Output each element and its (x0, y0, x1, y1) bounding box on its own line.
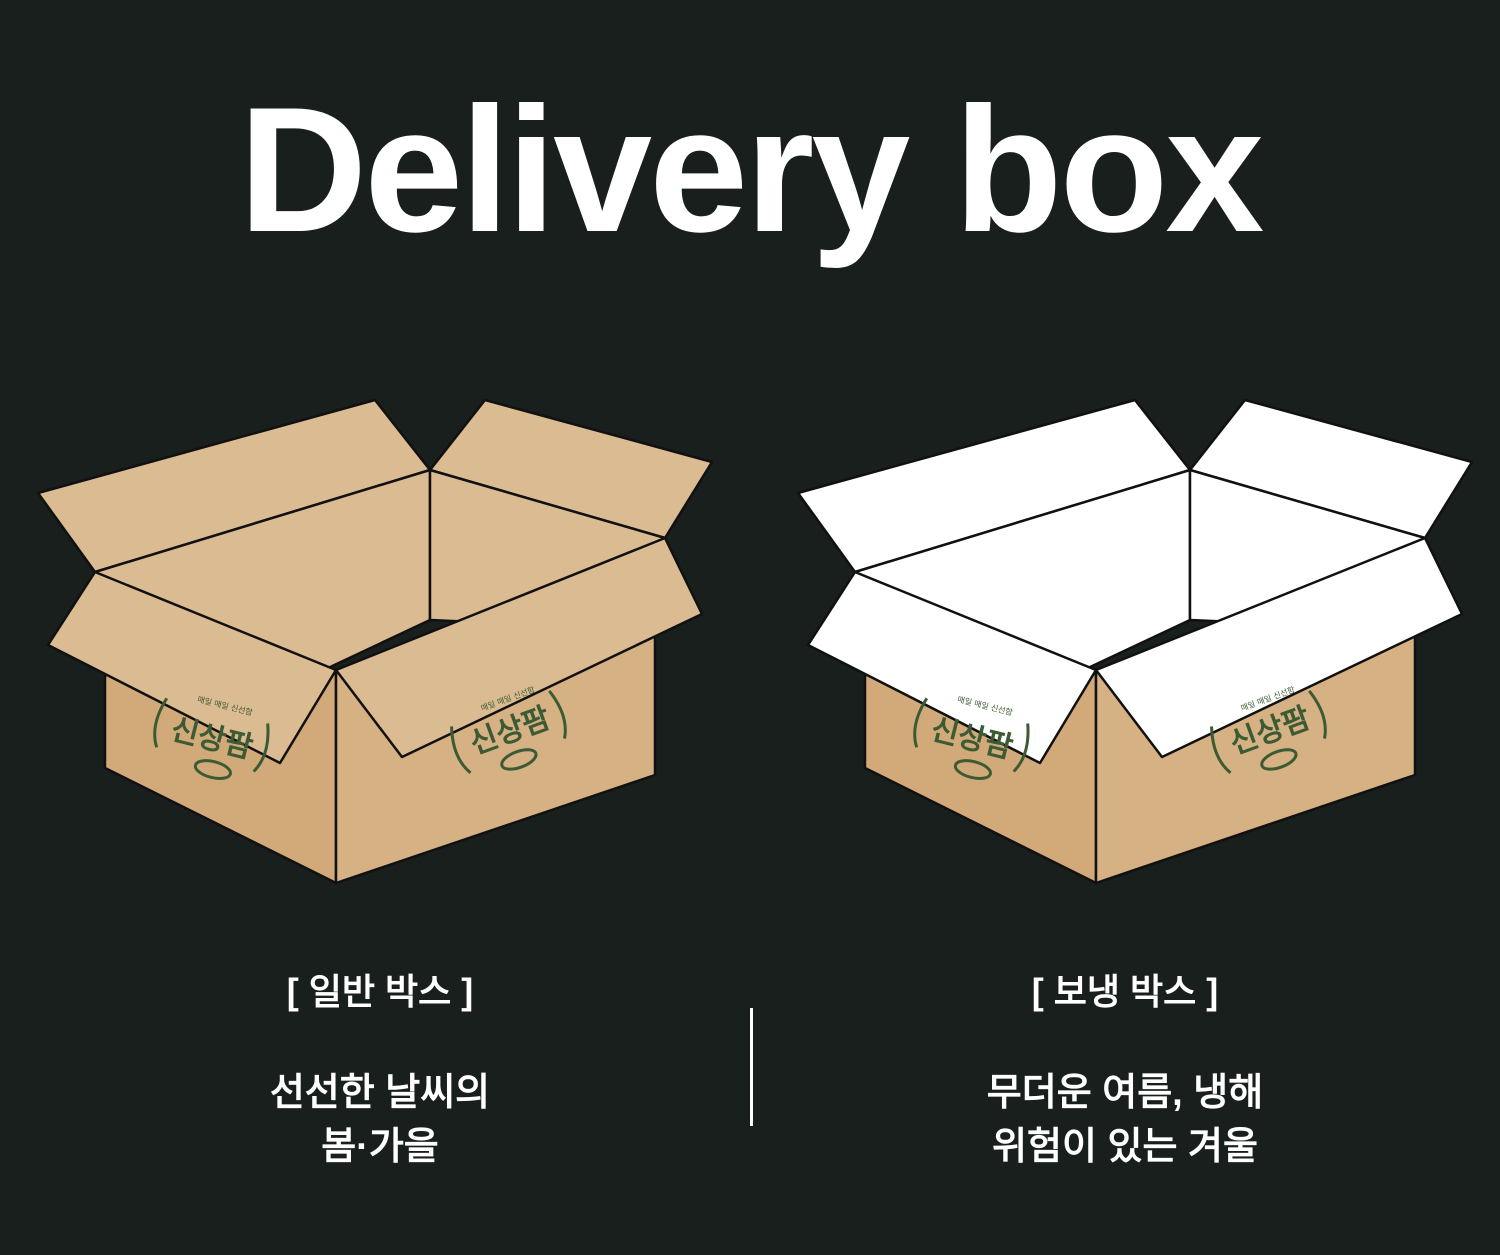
cardboard-box-icon: 매일 매일 신선함 신상팜 매일 매일 신선함 신상팜 (36, 398, 714, 885)
column-divider (750, 1008, 753, 1126)
regular-box-description: 선선한 날씨의 봄·가을 (70, 1066, 690, 1174)
insulated-box-label: [ 보냉 박스 ] (1031, 971, 1219, 1012)
insulated-box-icon: 매일 매일 신선함 신상팜 매일 매일 신선함 신상팜 (796, 398, 1474, 885)
description-line: 선선한 날씨의 (269, 1072, 491, 1114)
description-line: 위험이 있는 겨울 (992, 1126, 1258, 1168)
description-line: 봄·가을 (321, 1126, 439, 1168)
description-line: 무더운 여름, 냉해 (986, 1072, 1264, 1114)
insulated-box-illustration: 매일 매일 신선함 신상팜 매일 매일 신선함 신상팜 (770, 390, 1490, 900)
insulated-box-description: 무더운 여름, 냉해 위험이 있는 겨울 (815, 1066, 1435, 1174)
page-title: Delivery box (238, 70, 1265, 269)
regular-box-label: [ 일반 박스 ] (286, 971, 474, 1012)
regular-box-illustration: 매일 매일 신선함 신상팜 매일 매일 신선함 신상팜 (10, 390, 730, 900)
